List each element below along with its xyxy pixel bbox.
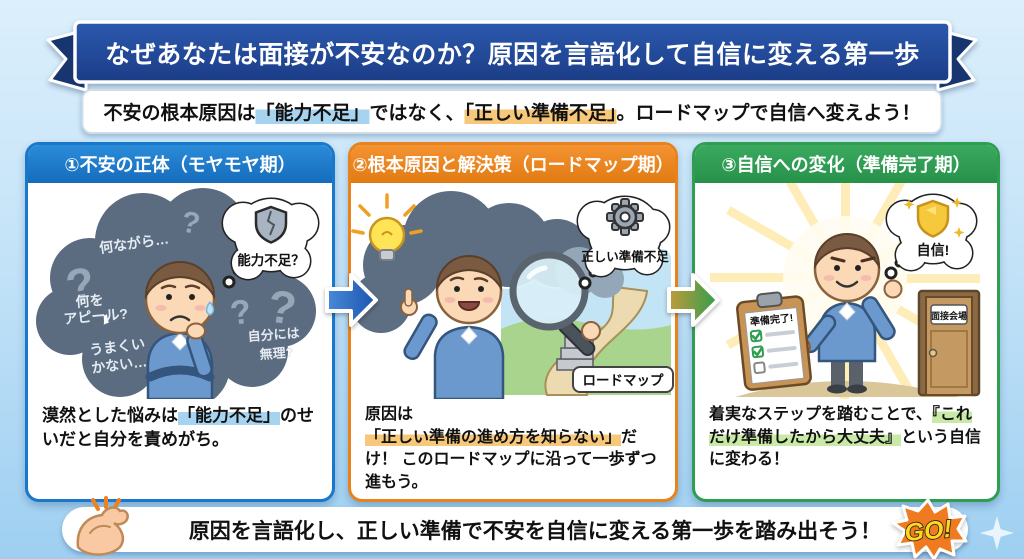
worried-man-icon	[144, 261, 216, 399]
svg-text:ロードマップ: ロードマップ	[583, 373, 664, 388]
panel-3-illustration: 面接会場	[695, 183, 997, 399]
panel-2-header: ②根本原因と解決策（ロードマップ期）	[351, 145, 675, 183]
title-banner: なぜあなたは面接が不安なのか？原因を言語化して自信に変える第一歩	[42, 12, 982, 94]
lightbulb-icon	[351, 193, 423, 261]
worry-text: 何を	[75, 292, 104, 310]
go-burst-icon: GO!	[891, 499, 968, 559]
confident-man-icon	[793, 233, 903, 394]
subtitle-box: 不安の根本原因は「能力不足」ではなく、「正しい準備不足」。ロードマップで自信へ変…	[81, 89, 943, 134]
sparkle-icon	[951, 197, 963, 208]
worry-text: 自分には	[247, 325, 300, 344]
thought-bubble: 自信!	[884, 193, 978, 280]
subtitle-highlight-orange: 「正しい準備不足」	[464, 103, 617, 124]
worry-text: うまくい	[88, 335, 146, 358]
panel-1-illustration: ? ? ? ? 何ながら… 何を アピール? うまくい かない… 自分には 無理…	[28, 183, 332, 399]
panel-2-caption: 原因は「正しい準備の進め方を知らない」だけ！ このロードマップに沿って一歩ずつ進…	[351, 399, 675, 499]
subtitle-part: 不安の根本原因は	[103, 103, 256, 124]
sparkle-icon	[953, 227, 965, 238]
panel-3-header: ③自信への変化（準備完了期）	[695, 145, 997, 183]
muscle-arm-icon	[76, 496, 129, 556]
panel-2-illustration: 正しい準備不足 ロードマップ	[351, 183, 675, 399]
checklist-clipboard-icon: 準備完了!	[736, 291, 812, 391]
svg-text:?: ?	[179, 205, 203, 241]
bubble-text: 自信!	[917, 242, 950, 258]
interview-door-icon: 面接会場	[917, 289, 981, 397]
caption-text: 着実なステップを踏むことで、	[709, 406, 932, 423]
subtitle-part: ではなく、	[369, 103, 465, 124]
subtitle-highlight-blue: 「能力不足」	[255, 103, 370, 124]
roadmap-label: ロードマップ	[572, 366, 674, 393]
gold-shield-icon	[916, 199, 950, 238]
page-title: なぜあなたは面接が不安なのか？原因を言語化して自信に変える第一歩	[105, 41, 920, 69]
subtitle-part: 。ロードマップで自信へ変えよう！	[616, 103, 921, 124]
panel-3-caption: 着実なステップを踏むことで、『これだけ準備したから大丈夫』という自信に変わる！	[695, 399, 997, 499]
caption-text: のせいだと自分を責めがち。	[42, 406, 314, 450]
go-text: GO!	[903, 515, 952, 547]
caption-text: 原因は	[365, 406, 414, 423]
bubble-text: 能力不足？	[237, 252, 305, 268]
caption-highlight: 「能力不足」	[178, 406, 280, 425]
arrow-right-2-icon	[667, 273, 720, 327]
panel-1-header: ①不安の正体（モヤモヤ期）	[28, 145, 332, 183]
worry-text: アピール?	[63, 305, 129, 327]
cracked-shield-icon	[254, 205, 288, 244]
searching-man-icon	[400, 255, 505, 399]
sparkle-icon	[903, 199, 915, 210]
sparkle-icon	[980, 516, 1014, 550]
thought-bubble: 能力不足？	[221, 197, 320, 289]
caption-text: 漠然とした悩みは	[42, 406, 178, 425]
gear-icon	[606, 198, 644, 236]
bubble-text: 正しい準備不足	[581, 249, 669, 264]
worry-text: 無理?	[259, 345, 294, 362]
door-sign-text: 面接会場	[931, 310, 967, 321]
panel-root-cause: ②根本原因と解決策（ロードマップ期）	[348, 142, 678, 502]
thought-bubble: 正しい準備不足	[576, 195, 671, 290]
panel-anxiety-identity: ①不安の正体（モヤモヤ期） ? ? ? ?	[25, 142, 335, 502]
arrow-right-1-icon	[325, 273, 378, 327]
panel-1-caption: 漠然とした悩みは「能力不足」のせいだと自分を責めがち。	[28, 399, 332, 499]
magnifier-icon	[509, 251, 601, 357]
footer-text: 原因を言語化し、正しい準備で不安を自信に変える第一歩を踏み出そう！	[188, 519, 882, 543]
caption-text: という自信に変わる！	[709, 428, 982, 469]
worry-text: かない…	[90, 353, 148, 376]
footer-callout-bar: 原因を言語化し、正しい準備で不安を自信に変える第一歩を踏み出そう！ GO!	[62, 496, 968, 559]
caption-text: だけ！ このロードマップに沿って一歩ずつ進もう。	[365, 428, 657, 492]
ribbon-shape-icon	[46, 20, 978, 92]
caption-highlight: 「正しい準備の進め方を知らない」	[365, 428, 622, 446]
panel-confidence: ③自信への変化（準備完了期）	[692, 142, 1000, 502]
